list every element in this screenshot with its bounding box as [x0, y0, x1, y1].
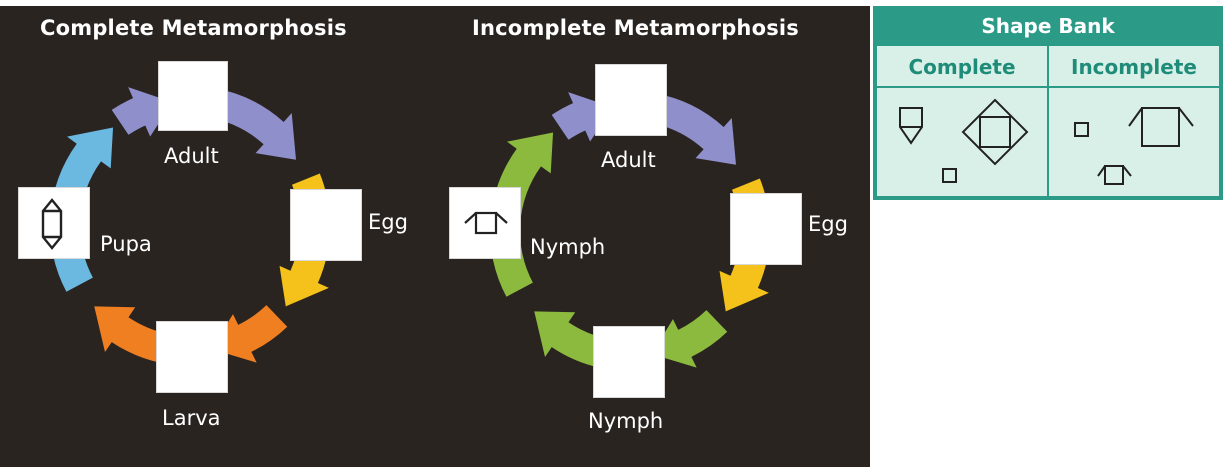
small-nymph-shape-icon[interactable] — [1097, 165, 1132, 185]
complete-arrow-adult-to-egg — [209, 88, 297, 160]
incomplete-nymph-left-label: Nymph — [530, 235, 606, 259]
shape-bank-complete-header: Complete — [908, 55, 1016, 79]
complete-adult-slot[interactable] — [158, 61, 228, 131]
incomplete-egg-label: Egg — [808, 212, 848, 236]
incomplete-arrow-egg-to-nymph-bottom — [651, 310, 728, 368]
incomplete-nymph-bottom-slot[interactable] — [593, 326, 665, 398]
complete-egg-label: Egg — [368, 210, 408, 234]
nymph-shape-icon — [464, 211, 508, 235]
tiny-square-shape-icon[interactable] — [1074, 122, 1089, 137]
complete-arrow-larva-to-pupa — [94, 306, 168, 363]
incomplete-adult-label: Adult — [601, 148, 656, 172]
incomplete-arrow-nymph-to-nymph — [534, 311, 608, 368]
complete-arrow-larva-to-pupa-right — [211, 305, 288, 363]
complete-pupa-label: Pupa — [100, 232, 152, 256]
incomplete-arrow-adult-to-egg — [649, 93, 737, 165]
small-square-shape-icon[interactable] — [942, 168, 957, 183]
shape-bank-body: Complete Incomplete — [877, 46, 1219, 196]
complete-larva-slot[interactable] — [156, 321, 228, 393]
complete-egg-slot[interactable] — [290, 189, 362, 261]
complete-adult-label: Adult — [164, 144, 219, 168]
incomplete-egg-slot[interactable] — [730, 193, 802, 265]
incomplete-title: Incomplete Metamorphosis — [472, 16, 800, 40]
shape-bank-grid — [877, 46, 1219, 196]
complete-title: Complete Metamorphosis — [40, 16, 347, 40]
large-nymph-shape-icon[interactable] — [1128, 107, 1194, 147]
shape-bank-incomplete-header: Incomplete — [1071, 55, 1197, 79]
pentagon-shield-shape-icon[interactable] — [899, 107, 923, 145]
incomplete-nymph-left-slot[interactable] — [449, 187, 521, 259]
diagram-panel: Complete Metamorphosis Incomplete Metamo… — [0, 6, 870, 467]
incomplete-adult-slot[interactable] — [595, 64, 667, 136]
shape-bank: Shape Bank Complete Incomplete — [873, 6, 1223, 200]
diamond-square-shape-icon[interactable] — [961, 98, 1029, 166]
shape-bank-title: Shape Bank — [981, 14, 1115, 38]
complete-pupa-slot[interactable] — [18, 187, 90, 259]
incomplete-nymph-bottom-label: Nymph — [588, 409, 664, 433]
complete-larva-label: Larva — [162, 406, 221, 430]
complete-arrow-pupa-to-adult-top — [111, 87, 173, 137]
diamond-shape-icon — [41, 198, 63, 250]
